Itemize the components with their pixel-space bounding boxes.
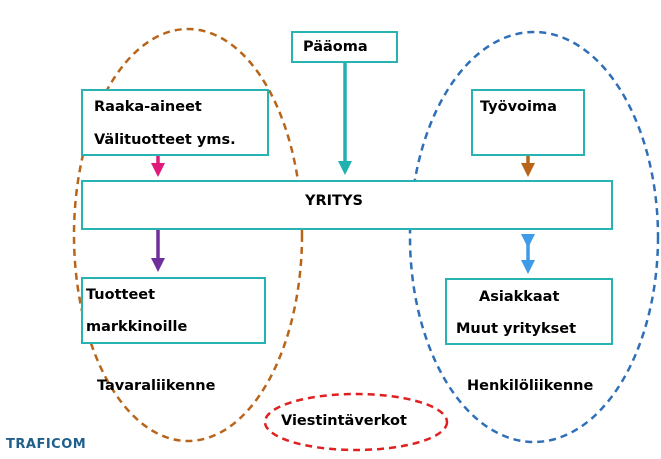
inputs-box: Raaka-aineet Välituotteet yms. bbox=[81, 89, 269, 156]
traficom-logo: TRAFICOM bbox=[6, 437, 86, 452]
customers-label-line2: Muut yritykset bbox=[456, 321, 577, 337]
inputs-label-line1: Raaka-aineet bbox=[94, 99, 202, 115]
goods-traffic-label: Tavaraliikenne bbox=[97, 378, 216, 394]
goods-traffic-ellipse bbox=[72, 27, 304, 443]
customers-box: Asiakkaat Muut yritykset bbox=[445, 278, 613, 345]
capital-box: Pääoma bbox=[291, 31, 398, 63]
people-traffic-ellipse bbox=[408, 30, 660, 444]
capital-label: Pääoma bbox=[303, 39, 368, 55]
outputs-box: Tuotteet markkinoille bbox=[81, 277, 266, 344]
company-box: YRITYS bbox=[81, 180, 613, 230]
labour-box: Työvoima bbox=[471, 89, 585, 156]
logo-text: TRAFICOM bbox=[6, 437, 87, 452]
labour-label: Työvoima bbox=[480, 99, 557, 115]
outputs-label-line2: markkinoille bbox=[86, 319, 188, 335]
people-traffic-label: Henkilöliikenne bbox=[467, 378, 594, 394]
network-ellipse bbox=[263, 392, 449, 452]
outputs-label-line1: Tuotteet bbox=[86, 287, 156, 303]
network-label: Viestintäverkot bbox=[281, 413, 407, 429]
company-label: YRITYS bbox=[305, 193, 363, 209]
inputs-label-line2: Välituotteet yms. bbox=[94, 132, 236, 148]
customers-label-line1: Asiakkaat bbox=[479, 289, 560, 305]
